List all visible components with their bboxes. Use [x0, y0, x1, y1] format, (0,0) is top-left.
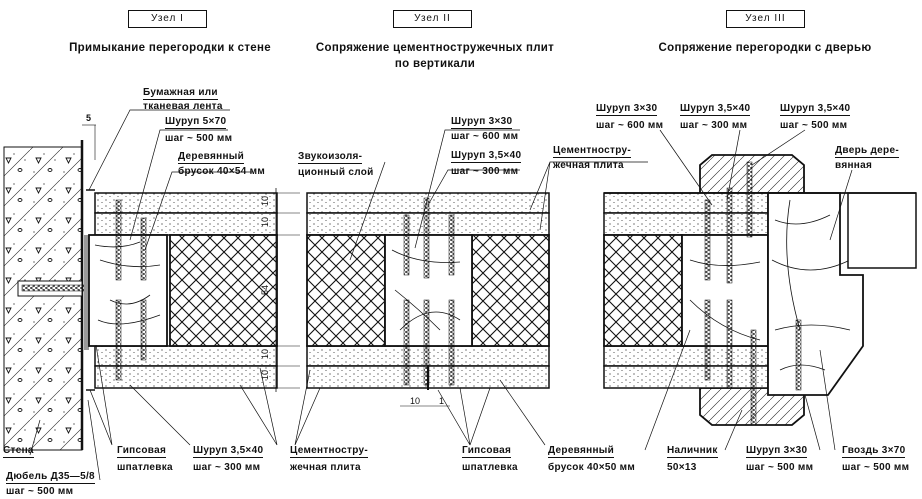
label-screw-3.5x40-step: шаг ~ 300 мм [451, 166, 519, 177]
label-wooden-bar-size: брусок 40×54 мм [178, 166, 266, 177]
label-screw-3.5x40-step: шаг ~ 300 мм [193, 462, 261, 473]
label-screw-5x70-step: шаг ~ 500 мм [165, 133, 233, 144]
label-screw-3.5x40-a: Шуруп 3,5×40 [680, 103, 751, 116]
dim-gap-5: 5 [86, 113, 92, 123]
label-putty-2: шпатлевка [462, 462, 518, 473]
label-trim-size: 50×13 [667, 462, 697, 473]
node-1-drawing [3, 109, 300, 481]
node-3-title: Сопряжение перегородки с дверью [658, 42, 872, 54]
node-3-label: Узел III [726, 10, 805, 28]
label-sound-insulation: Звукоизоля- [298, 151, 363, 164]
label-putty-2: шпатлевка [117, 462, 173, 473]
label-cement-board-bottom: Цементностру- [290, 445, 368, 458]
label-screw-5x70: Шуруп 5×70 [165, 116, 227, 129]
label-screw-3x30-b-step: шаг ~ 500 мм [746, 462, 814, 473]
label-wooden-door: Дверь дере- [835, 145, 899, 158]
wooden-bar [681, 234, 769, 347]
label-wall: Стена [3, 445, 34, 458]
label-trim: Наличник [667, 445, 718, 458]
label-screw-3x30: Шуруп 3×30 [596, 103, 658, 116]
label-screw-3x30-step: шаг ~ 600 мм [596, 120, 664, 131]
label-screw-3.5x40-b-step: шаг ~ 500 мм [780, 120, 848, 131]
label-wooden-bar: Деревянный [548, 445, 615, 458]
label-screw-3.5x40: Шуруп 3,5×40 [193, 445, 264, 458]
label-screw-3x30: Шуруп 3×30 [451, 116, 513, 129]
label-cement-board: Цементностру- [553, 145, 631, 158]
label-sound-insulation-2: ционный слой [298, 167, 374, 178]
label-screw-3.5x40-b: Шуруп 3,5×40 [780, 103, 851, 116]
node-2-title-line2: по вертикали [394, 58, 476, 70]
sound-insulation [169, 234, 278, 347]
label-wooden-door-2: вянная [835, 160, 873, 171]
label-cement-board-bottom-2: жечная плита [290, 462, 361, 473]
label-screw-3.5x40: Шуруп 3,5×40 [451, 150, 522, 163]
dim-10-d: 10 [260, 369, 271, 381]
dim-1: 1 [439, 396, 445, 406]
dim-10-a: 10 [260, 195, 271, 207]
node-1-title: Примыкание перегородки к стене [69, 42, 271, 54]
label-dowel-step: шаг ~ 500 мм [6, 486, 74, 497]
label-putty: Гипсовая [117, 445, 167, 458]
label-screw-3x30-b: Шуруп 3×30 [746, 445, 808, 458]
node-1-label: Узел I [128, 10, 207, 28]
putty-strip [84, 235, 89, 350]
dim-54: 54 [260, 284, 271, 296]
label-tape-line2: тканевая лента [143, 101, 223, 112]
label-wooden-bar-size: брусок 40×50 мм [548, 462, 636, 473]
door-frame [767, 192, 864, 396]
label-nail-step: шаг ~ 500 мм [842, 462, 910, 473]
node-2-drawing [294, 129, 648, 446]
node-2-title-line1: Сопряжение цементностружечных плит [315, 42, 555, 54]
label-screw-3.5x40-a-step: шаг ~ 300 мм [680, 120, 748, 131]
label-putty: Гипсовая [462, 445, 512, 458]
label-cement-board-2: жечная плита [553, 160, 624, 171]
label-screw-3x30-step: шаг ~ 600 мм [451, 131, 519, 142]
label-nail: Гвоздь 3×70 [842, 445, 906, 458]
dim-10-c: 10 [260, 348, 271, 360]
label-dowel: Дюбель Д35—5/8 [6, 471, 95, 484]
label-tape-line1: Бумажная или [143, 87, 218, 100]
label-wooden-bar: Деревянный [178, 151, 245, 164]
node-3-drawing [603, 129, 917, 451]
door-leaf [847, 192, 917, 269]
node-2-label: Узел II [393, 10, 472, 28]
concrete-wall [3, 146, 83, 451]
dim-10: 10 [410, 396, 421, 406]
wooden-bar [88, 234, 168, 347]
dim-10-b: 10 [260, 216, 271, 228]
